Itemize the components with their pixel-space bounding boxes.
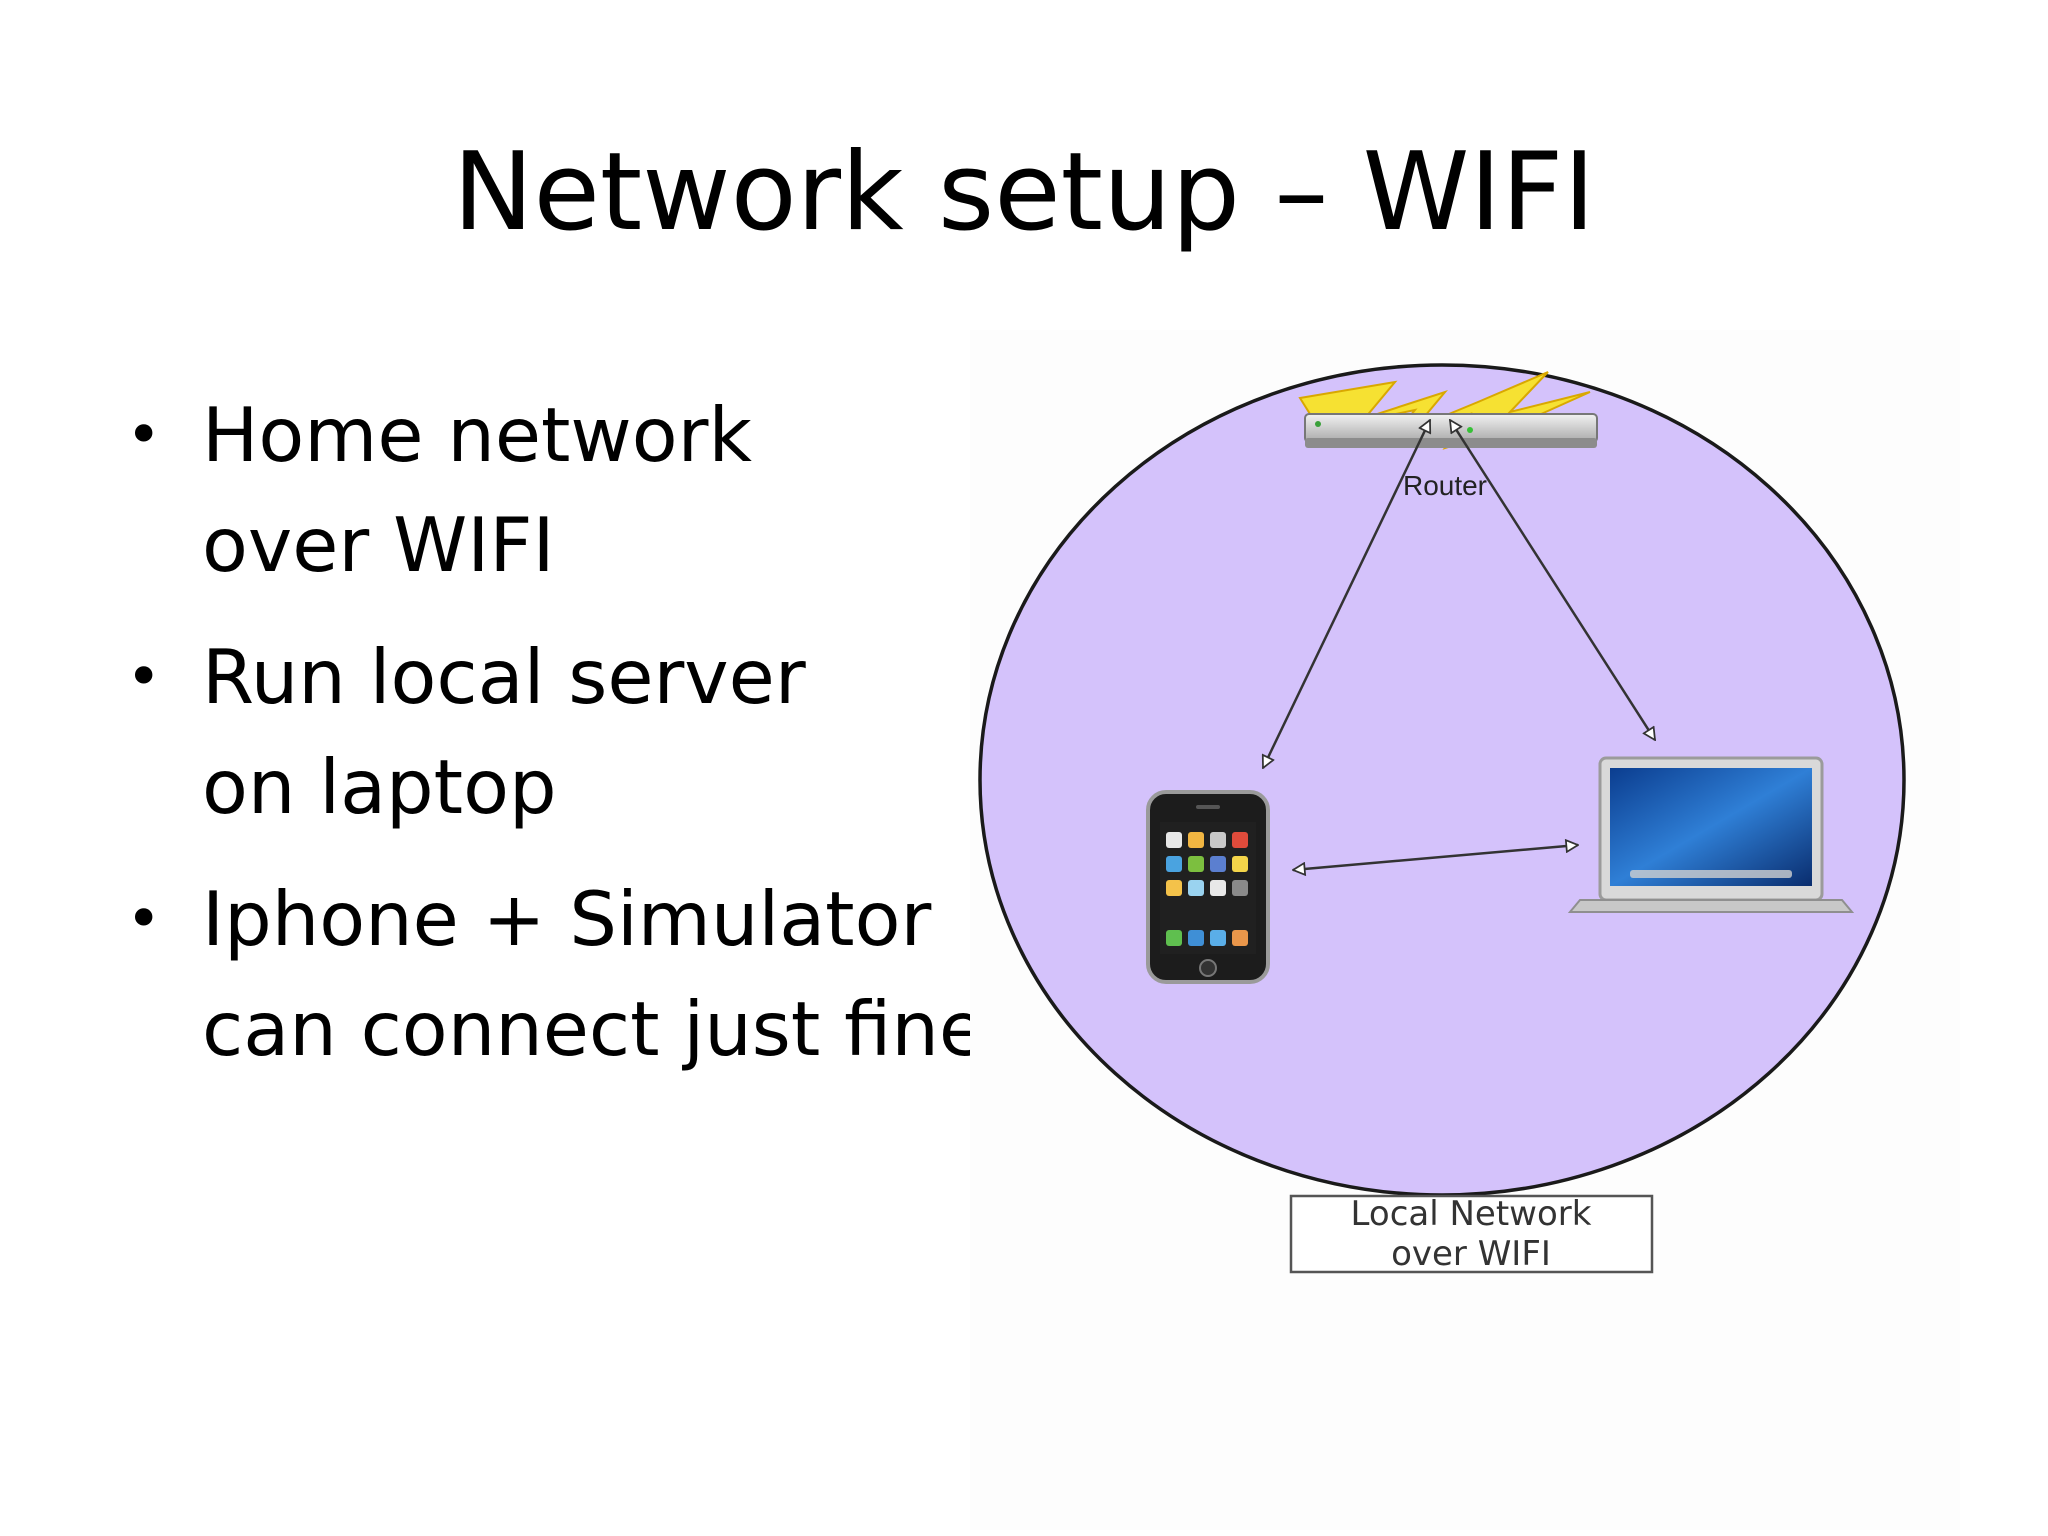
edges (1261, 420, 1655, 870)
bullet-list: • Home network over WIFI • Run local ser… (118, 380, 998, 1106)
router-icon (1304, 413, 1598, 448)
bullet-item: • Run local server on laptop (118, 622, 998, 842)
bullet-dot-icon: • (126, 642, 162, 712)
bullet-item: • Home network over WIFI (118, 380, 998, 600)
iphone-icon (1146, 790, 1270, 984)
edge-router-phone (1261, 420, 1432, 768)
slide-title: Network setup – WIFI (452, 130, 1596, 255)
bullet-text-line: Home network (202, 391, 752, 479)
laptop-icon (1567, 756, 1855, 913)
bullet-text-line: over WIFI (202, 501, 555, 589)
bullet-text-line: Iphone + Simulator (202, 875, 932, 963)
bullet-text-line: Run local server (202, 633, 806, 721)
edge-router-laptop (1450, 420, 1655, 740)
network-label-box: Local Network over WIFI (1289, 1194, 1654, 1274)
bullet-text-line: on laptop (202, 743, 557, 831)
bullet-text-line: can connect just fine (202, 985, 985, 1073)
edge-phone-laptop (1293, 845, 1578, 870)
bullet-dot-icon: • (126, 400, 162, 470)
router-label: Router (1403, 470, 1487, 501)
network-label-line: over WIFI (1391, 1234, 1551, 1274)
network-label-line: Local Network (1351, 1194, 1592, 1234)
bullet-dot-icon: • (126, 884, 162, 954)
bullet-item: • Iphone + Simulator can connect just fi… (118, 864, 998, 1084)
